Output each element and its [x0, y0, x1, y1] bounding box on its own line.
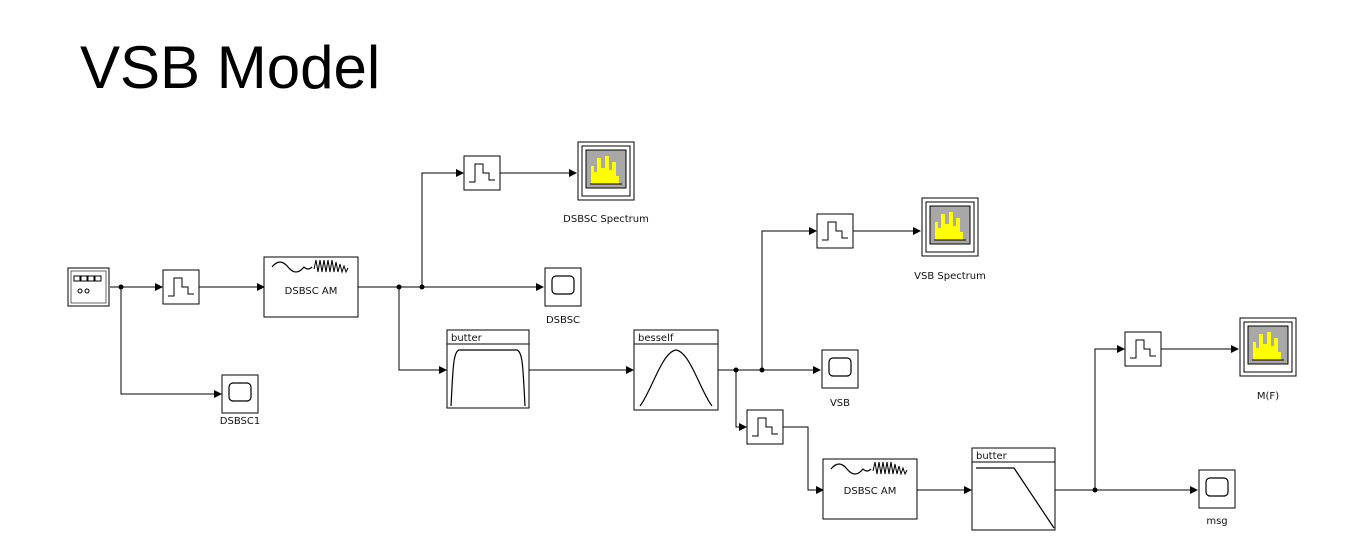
- dsbsc1-scope-label: DSBSC1: [220, 416, 260, 427]
- svg-text:butter: butter: [451, 333, 483, 344]
- butter-filter-block-2[interactable]: butter: [971, 447, 1056, 531]
- dsbsc-scope-label: DSBSC: [546, 315, 580, 326]
- zero-order-hold-5[interactable]: [1124, 331, 1162, 367]
- svg-text:DSBSC AM: DSBSC AM: [285, 286, 338, 297]
- zero-order-hold-3[interactable]: [816, 213, 854, 249]
- butter-filter-block-1[interactable]: butter: [446, 329, 530, 409]
- zero-order-hold-1[interactable]: [162, 269, 200, 305]
- vsb-scope-label: VSB: [830, 398, 850, 409]
- dsbsc-am-block-1[interactable]: DSBSC AM: [263, 256, 359, 318]
- signal-source-block[interactable]: [67, 267, 110, 307]
- junctions: [118, 284, 1098, 493]
- mf-spectrum-block[interactable]: [1239, 317, 1297, 377]
- dsbsc-scope[interactable]: [544, 267, 582, 307]
- dsbsc1-scope[interactable]: [221, 374, 259, 414]
- vsb-scope[interactable]: [821, 349, 859, 389]
- dsbsc-am-block-2[interactable]: DSBSC AM: [822, 458, 918, 520]
- dsbsc-spectrum-block[interactable]: [577, 141, 635, 201]
- vsb-spectrum-block[interactable]: [921, 197, 979, 257]
- msg-scope[interactable]: [1198, 469, 1236, 509]
- msg-scope-label: msg: [1206, 516, 1227, 527]
- besself-filter-block[interactable]: besself: [633, 329, 719, 411]
- zero-order-hold-4[interactable]: [746, 409, 784, 445]
- mf-spectrum-label: M(F): [1257, 391, 1279, 402]
- dsbsc-spectrum-label: DSBSC Spectrum: [563, 214, 649, 225]
- svg-text:butter: butter: [976, 451, 1008, 462]
- zero-order-hold-2[interactable]: [463, 155, 501, 191]
- svg-text:DSBSC AM: DSBSC AM: [844, 486, 897, 497]
- svg-text:besself: besself: [638, 333, 674, 344]
- page-title: VSB Model: [80, 34, 381, 101]
- vsb-spectrum-label: VSB Spectrum: [914, 271, 986, 282]
